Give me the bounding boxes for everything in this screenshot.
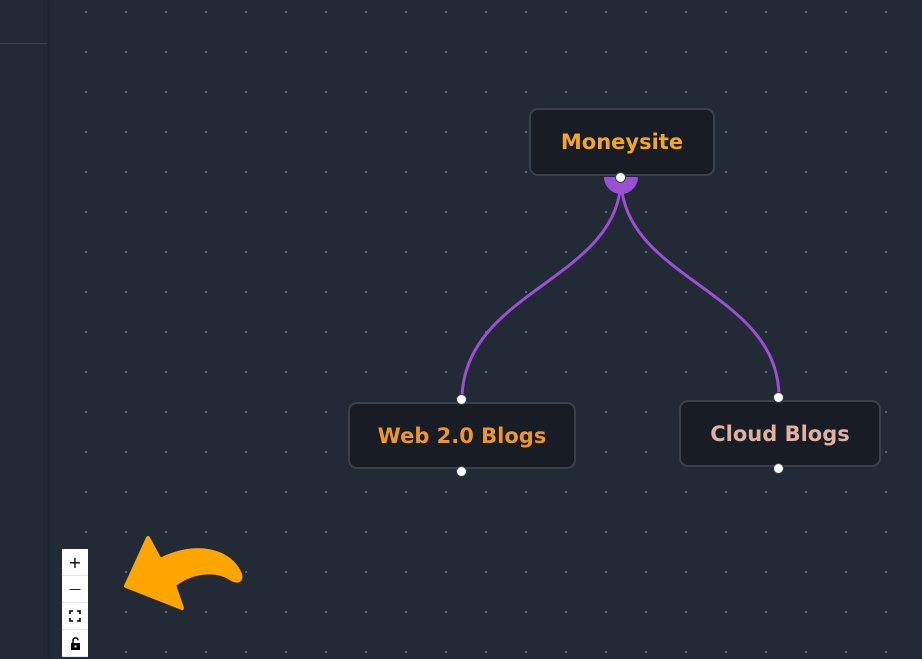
node-label: Web 2.0 Blogs [377,423,547,448]
node-cloud-target-handle[interactable] [773,392,784,403]
lock-button[interactable] [62,630,88,657]
node-moneysite[interactable]: Moneysite [529,108,715,176]
zoom-out-button[interactable]: — [62,576,88,603]
edge-moneysite-cloud[interactable] [619,177,781,398]
curved-arrow-icon [124,536,243,610]
node-cloud-blogs[interactable]: Cloud Blogs [679,400,881,467]
node-label: Cloud Blogs [710,421,850,446]
node-web20-target-handle[interactable] [456,394,467,405]
node-web20-source-handle[interactable] [456,466,467,477]
flow-controls: + — [62,549,88,657]
node-moneysite-source-handle[interactable] [615,172,626,183]
node-web20-blogs[interactable]: Web 2.0 Blogs [348,402,576,469]
node-cloud-source-handle[interactable] [773,463,784,474]
minus-icon: — [69,582,81,596]
fit-view-icon [69,610,81,622]
sidebar-panel [0,0,48,659]
edge-moneysite-web20[interactable] [460,177,623,401]
plus-icon: + [68,552,82,572]
node-label: Moneysite [560,130,684,154]
sidebar-divider [0,43,47,44]
zoom-in-button[interactable]: + [62,549,88,576]
lock-icon [70,636,80,650]
fit-view-button[interactable] [62,603,88,630]
